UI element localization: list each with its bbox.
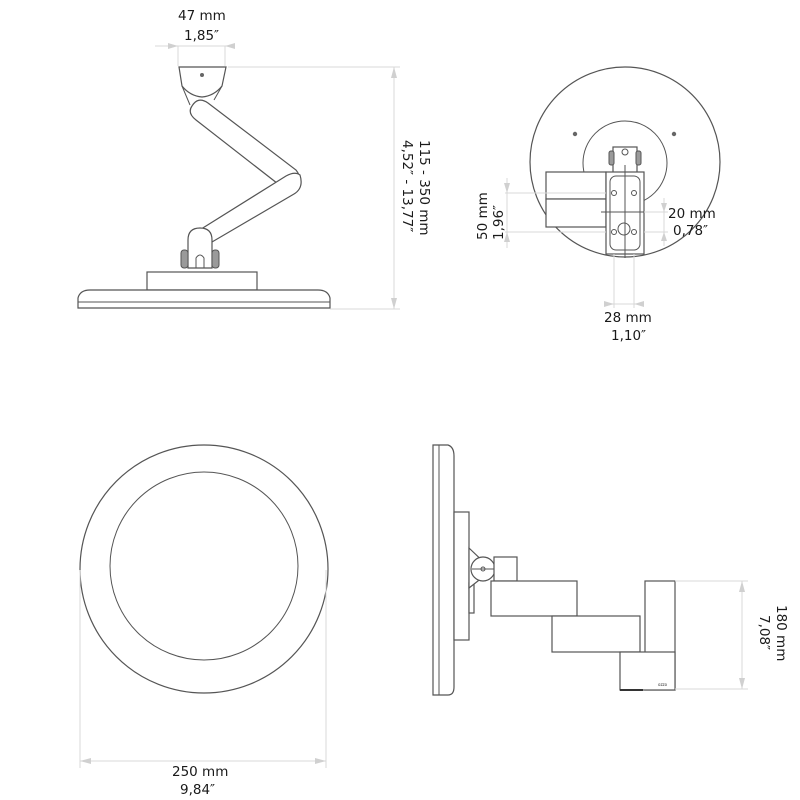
back-plate — [453, 511, 470, 641]
lower-arm — [195, 172, 302, 244]
mirror-back — [77, 289, 331, 309]
arm-segment-2 — [551, 615, 641, 653]
bracket-width-inch: 1,10″ — [611, 328, 646, 344]
mirror-frame — [79, 444, 329, 694]
top-width-inch: 1,85″ — [184, 28, 219, 44]
svg-text:ozzo: ozzo — [658, 682, 668, 687]
adjustment-knob-right — [211, 249, 220, 269]
adjustment-knob-left — [180, 249, 189, 269]
diameter-inch: 9,84″ — [180, 782, 215, 798]
top-width-mm: 47 mm — [178, 8, 226, 24]
bracket-width-mm: 28 mm — [604, 310, 652, 326]
height-label-mm: 115 - 350 mm — [416, 140, 432, 236]
height-label-inch: 4,52″ - 13,77″ — [399, 140, 415, 232]
mount-height-inch: 7,08″ — [756, 615, 772, 650]
mount-height-mm: 180 mm — [773, 605, 789, 661]
bracket-height-inch: 1,96″ — [491, 205, 507, 240]
mirror-profile — [432, 444, 455, 696]
base-plate — [146, 271, 258, 291]
side-view: 115 - 350 mm 4,52″ - 13,77″ — [77, 43, 432, 310]
profile-view: ozzo 180 mm 7,08″ — [432, 444, 789, 696]
hole-spacing-inch: 0,78″ — [673, 223, 708, 239]
hole-spacing-mm: 20 mm — [668, 206, 716, 222]
mirror-glass — [109, 471, 299, 661]
rear-view: 50 mm 1,96″ 20 mm 0,78″ 28 mm 1,10″ — [475, 66, 721, 344]
bracket-height-mm: 50 mm — [475, 192, 491, 240]
arm-segment-1 — [490, 580, 578, 617]
front-view: 250 mm 9,84″ — [79, 444, 329, 798]
arm-block — [545, 198, 607, 228]
ceiling-cap — [178, 66, 227, 98]
pivot-joint — [187, 227, 213, 269]
diameter-mm: 250 mm — [172, 764, 228, 780]
